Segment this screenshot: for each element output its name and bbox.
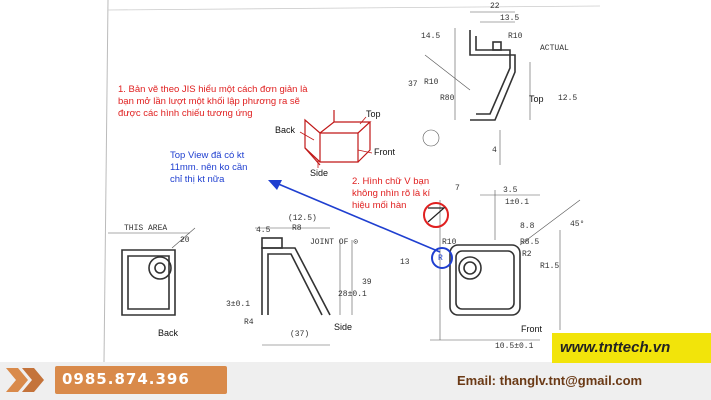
view-label-front: Front bbox=[521, 324, 543, 334]
view-label-top: Top bbox=[529, 94, 544, 104]
back-view-shape bbox=[121, 249, 176, 316]
dim-this-area: THIS AREA bbox=[124, 224, 168, 233]
view-label-side: Side bbox=[334, 322, 353, 332]
dim-r10c: R10 bbox=[442, 238, 457, 247]
view-label-back: Back bbox=[158, 328, 179, 338]
dim-r8-5: R8.5 bbox=[520, 238, 540, 247]
cube-label-top: Top bbox=[366, 109, 381, 119]
dim-joint: JOINT OF ⊙ bbox=[310, 238, 359, 247]
dim-4-5: 4.5 bbox=[256, 226, 271, 235]
dim-45: 45° bbox=[570, 220, 585, 229]
note-top-view: Top View đã có kt 11mm. nên ko cần chỉ t… bbox=[170, 150, 248, 185]
dim-r: R bbox=[438, 254, 443, 263]
dim-1-0: 1±0.1 bbox=[505, 198, 530, 207]
cube-label-side: Side bbox=[310, 168, 329, 178]
weld-highlight-circle bbox=[423, 202, 449, 228]
dim-r80: R80 bbox=[440, 94, 455, 103]
annotation-arrow bbox=[268, 180, 441, 253]
dim-r10a: R10 bbox=[508, 32, 523, 41]
dim-7: 7 bbox=[455, 184, 460, 193]
dim-r1-5: R1.5 bbox=[540, 262, 560, 271]
phone-number[interactable]: 0985.874.396 bbox=[62, 370, 190, 388]
dim-12-5: 12.5 bbox=[558, 94, 578, 103]
dim-39: 39 bbox=[362, 278, 372, 287]
dim-3-5: 3.5 bbox=[503, 186, 518, 195]
dim-37b: (37) bbox=[290, 330, 310, 339]
top-view-shape bbox=[469, 30, 516, 121]
r-highlight-circle bbox=[431, 247, 453, 269]
email-address[interactable]: Email: thanglv.tnt@gmail.com bbox=[457, 373, 643, 388]
cube-label-front: Front bbox=[374, 147, 396, 157]
note-weld-symbol: 2. Hình chữ V bạn không nhìn rõ là kí hi… bbox=[352, 176, 431, 211]
note-jis-explanation: 1. Bản vẽ theo JIS hiểu một cách đơn giả… bbox=[118, 84, 308, 119]
dim-12-5b: (12.5) bbox=[288, 214, 317, 223]
dim-13-5: 13.5 bbox=[500, 14, 520, 23]
weld-symbol bbox=[427, 207, 446, 223]
dim-37: 37 bbox=[408, 80, 418, 89]
dim-r4: R4 bbox=[244, 318, 254, 327]
cube-illustration bbox=[304, 110, 372, 166]
dim-4: 4 bbox=[492, 146, 497, 155]
chevron-arrows-icon bbox=[6, 368, 44, 392]
dim-28: 28±0.1 bbox=[338, 290, 367, 299]
dim-3b: 3±0.1 bbox=[226, 300, 251, 309]
dim-r8: R8 bbox=[292, 224, 302, 233]
dim-20: 20 bbox=[180, 236, 190, 245]
dim-r10b: R10 bbox=[424, 78, 439, 87]
dim-r2: R2 bbox=[522, 250, 532, 259]
dim-8-8: 8.8 bbox=[520, 222, 535, 231]
website-badge bbox=[552, 333, 711, 363]
website-link[interactable]: www.tnttech.vn bbox=[560, 339, 671, 356]
dim-14-5: 14.5 bbox=[421, 32, 441, 41]
phone-badge bbox=[55, 366, 227, 394]
cube-label-back: Back bbox=[275, 125, 296, 135]
dim-13: 13 bbox=[400, 258, 410, 267]
dim-22: 22 bbox=[490, 2, 500, 11]
dim-10-5: 10.5±0.1 bbox=[495, 342, 534, 351]
side-view-shape bbox=[261, 237, 331, 316]
front-view-shape bbox=[449, 244, 521, 316]
dim-actual: ACTUAL bbox=[540, 44, 569, 53]
